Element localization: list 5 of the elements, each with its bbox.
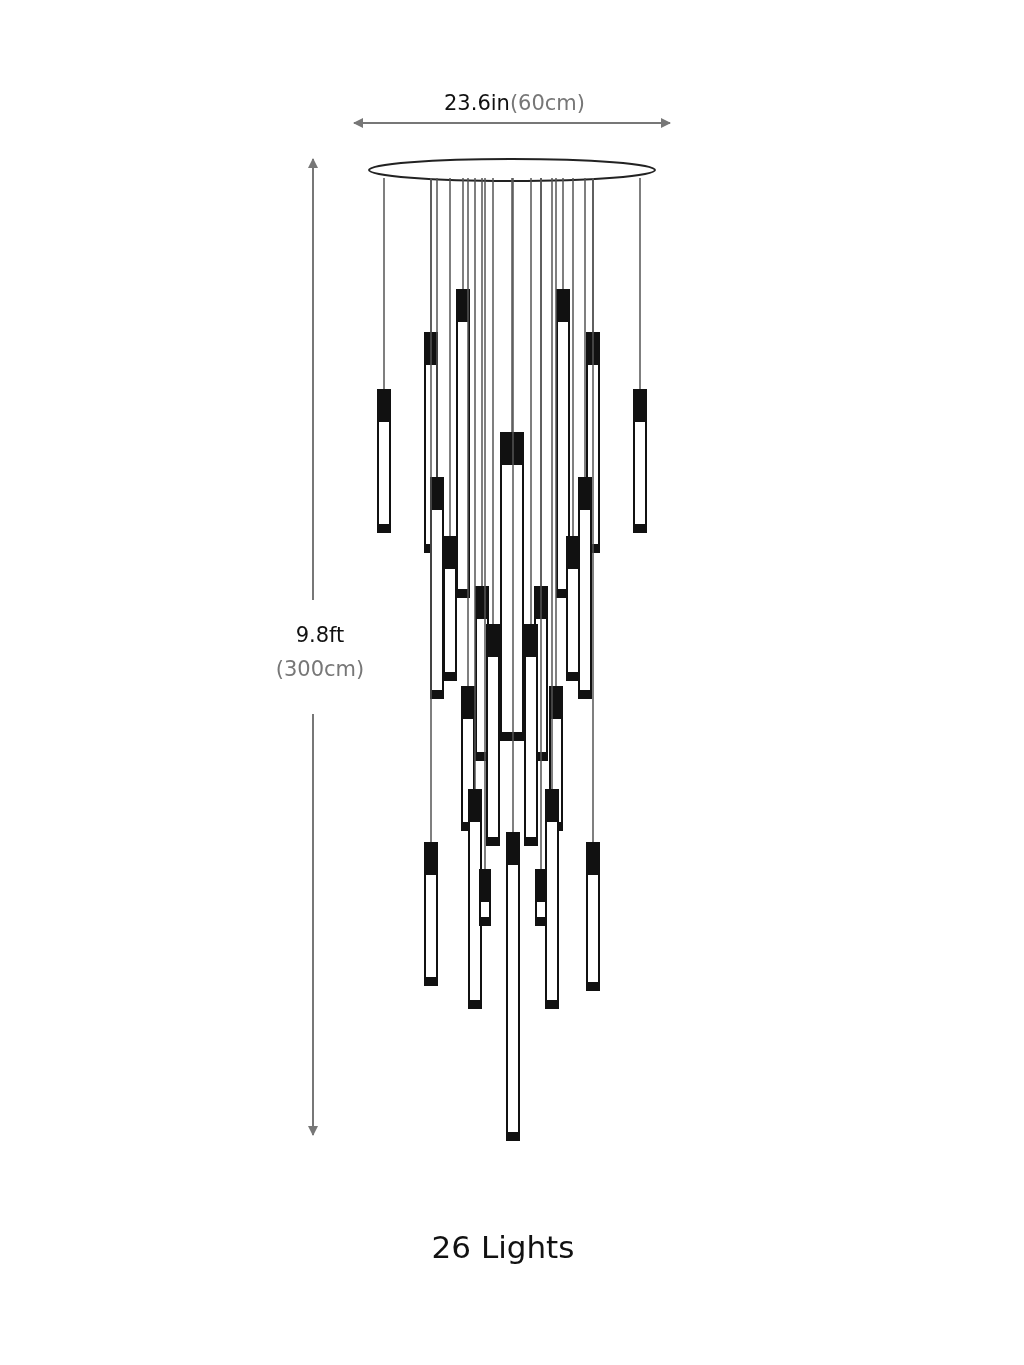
dimension-label: (300cm) bbox=[275, 659, 365, 680]
caption-text: 26 Lights bbox=[431, 1232, 575, 1263]
dimension-label: (60cm) bbox=[509, 93, 586, 114]
dimension-label: 9.8ft bbox=[295, 625, 345, 646]
dimension-label: 23.6in bbox=[444, 93, 510, 114]
